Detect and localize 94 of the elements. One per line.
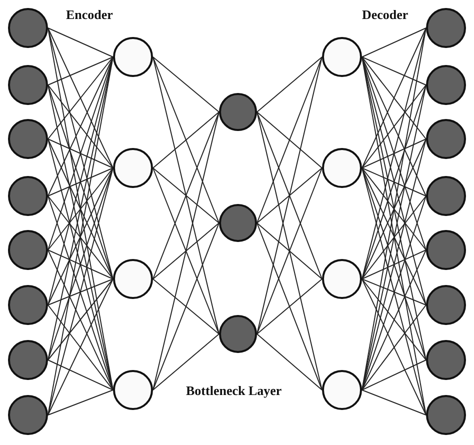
connection-line [362, 250, 426, 280]
connection-line [48, 278, 114, 416]
neuron-circle [8, 230, 48, 270]
neuron-circle [8, 119, 48, 159]
connection-line [48, 304, 114, 390]
connection-line [362, 56, 426, 196]
connection-line [48, 56, 114, 86]
connection-line [256, 112, 322, 390]
connection-line [362, 138, 426, 168]
connection-line [48, 250, 114, 390]
layer-label: Decoder [362, 7, 408, 23]
connection-line [362, 278, 426, 416]
connection-line [256, 56, 322, 224]
connection-line [362, 304, 426, 390]
neuron-circle [8, 285, 48, 325]
connection-line [48, 390, 114, 416]
connection-line [48, 28, 114, 168]
connection-line [256, 278, 322, 334]
connection-line [152, 168, 220, 224]
neuron-circle [426, 395, 466, 435]
connection-line [362, 360, 426, 390]
neuron-circle [8, 395, 48, 435]
neuron-circle [426, 285, 466, 325]
connection-line [152, 112, 220, 390]
connection-line [362, 56, 426, 86]
neuron-circle [8, 176, 48, 216]
connection-line [48, 84, 114, 168]
connection-line [48, 278, 114, 306]
connection-line [256, 56, 322, 112]
connection-line [48, 168, 114, 250]
neuron-circle [426, 119, 466, 159]
connection-line [256, 222, 322, 280]
neuron-circle [426, 65, 466, 105]
neuron-circle [426, 230, 466, 270]
connection-line [48, 250, 114, 280]
connection-line [152, 222, 220, 390]
connection-line [362, 168, 426, 250]
neuron-circle [322, 37, 362, 77]
connection-line [362, 390, 426, 416]
connection-line [256, 112, 322, 168]
neuron-circle [219, 315, 257, 353]
connection-line [256, 56, 322, 334]
neuron-circle [426, 8, 466, 48]
connection-line [48, 360, 114, 390]
connection-line [48, 56, 114, 140]
connection-line [152, 112, 220, 168]
connection-line [362, 250, 426, 390]
connection-line [256, 222, 322, 390]
neuron-circle [322, 259, 362, 299]
neuron-circle [322, 370, 362, 410]
connection-line [48, 168, 114, 196]
connection-line [256, 334, 322, 390]
connection-line [152, 278, 220, 334]
connection-line [48, 56, 114, 196]
connection-line [152, 112, 220, 280]
layer-label: Encoder [66, 7, 113, 23]
connection-line [362, 196, 426, 280]
connection-line [362, 84, 426, 168]
neuron-circle [426, 176, 466, 216]
neuron-circle [8, 340, 48, 380]
neuron-circle [426, 340, 466, 380]
connection-line [362, 278, 426, 360]
connection-line [152, 56, 220, 112]
connection-line [48, 168, 114, 306]
connection-line [362, 168, 426, 196]
connection-line [48, 196, 114, 280]
neuron-circle [8, 65, 48, 105]
connection-line [362, 28, 426, 58]
neuron-circle [322, 148, 362, 188]
neuron-circle [8, 8, 48, 48]
connection-line [256, 168, 322, 334]
connection-line [256, 112, 322, 280]
neuron-circle [219, 204, 257, 242]
connection-line [48, 138, 114, 168]
neuron-circle [113, 370, 153, 410]
connection-line [48, 278, 114, 360]
connection-line [152, 168, 220, 334]
connection-line [362, 168, 426, 306]
connection-line [362, 278, 426, 306]
connection-line [362, 28, 426, 168]
connection-line [48, 28, 114, 58]
neuron-circle [113, 259, 153, 299]
connection-line [152, 56, 220, 224]
connection-line [152, 56, 220, 334]
neuron-circle [113, 148, 153, 188]
connection-line [362, 56, 426, 140]
layer-label: Bottleneck Layer [186, 383, 282, 399]
connection-line [152, 334, 220, 390]
connection-line [152, 222, 220, 280]
neuron-circle [219, 93, 257, 131]
connection-line [362, 138, 426, 280]
neuron-circle [113, 37, 153, 77]
connection-line [48, 138, 114, 280]
connection-line [256, 168, 322, 224]
